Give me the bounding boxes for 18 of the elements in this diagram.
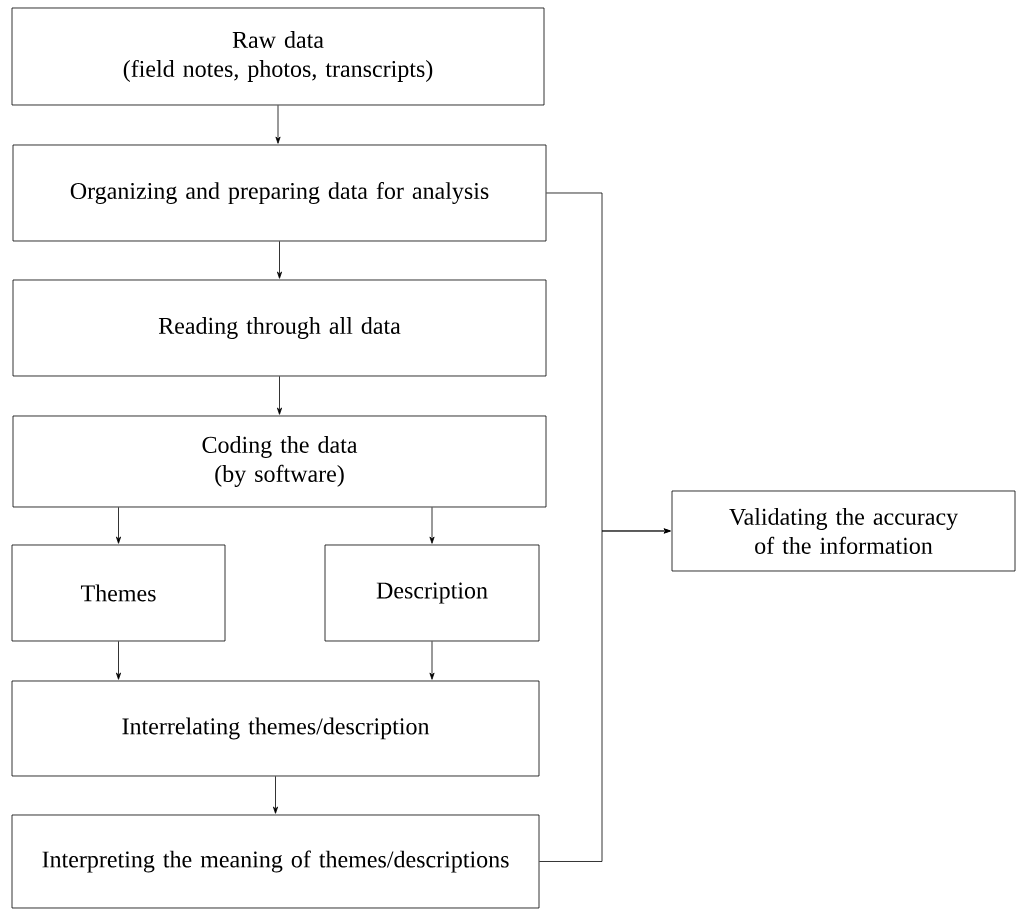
- arrow: [275, 105, 281, 144]
- arrow: [429, 641, 435, 680]
- process-box: Coding the data (by software): [12, 415, 547, 508]
- arrow: [539, 528, 671, 862]
- process-box: Validating the accuracy of the information: [671, 490, 1016, 572]
- arrow: [277, 376, 283, 415]
- process-box: Reading through all data: [12, 279, 547, 377]
- arrow: [115, 641, 122, 680]
- process-box: Interrelating themes/description: [11, 680, 540, 777]
- process-box: Themes: [11, 544, 226, 642]
- process-box: Raw data (field notes, photos, transcripts): [11, 7, 545, 106]
- process-box: Interpreting the meaning of themes/descriptions: [11, 814, 540, 909]
- process-box: Description: [324, 544, 540, 642]
- arrow: [115, 507, 122, 544]
- arrow: [277, 241, 283, 279]
- arrow: [429, 507, 435, 544]
- arrow: [273, 776, 279, 814]
- process-box: Organizing and preparing data for analysis: [12, 144, 547, 242]
